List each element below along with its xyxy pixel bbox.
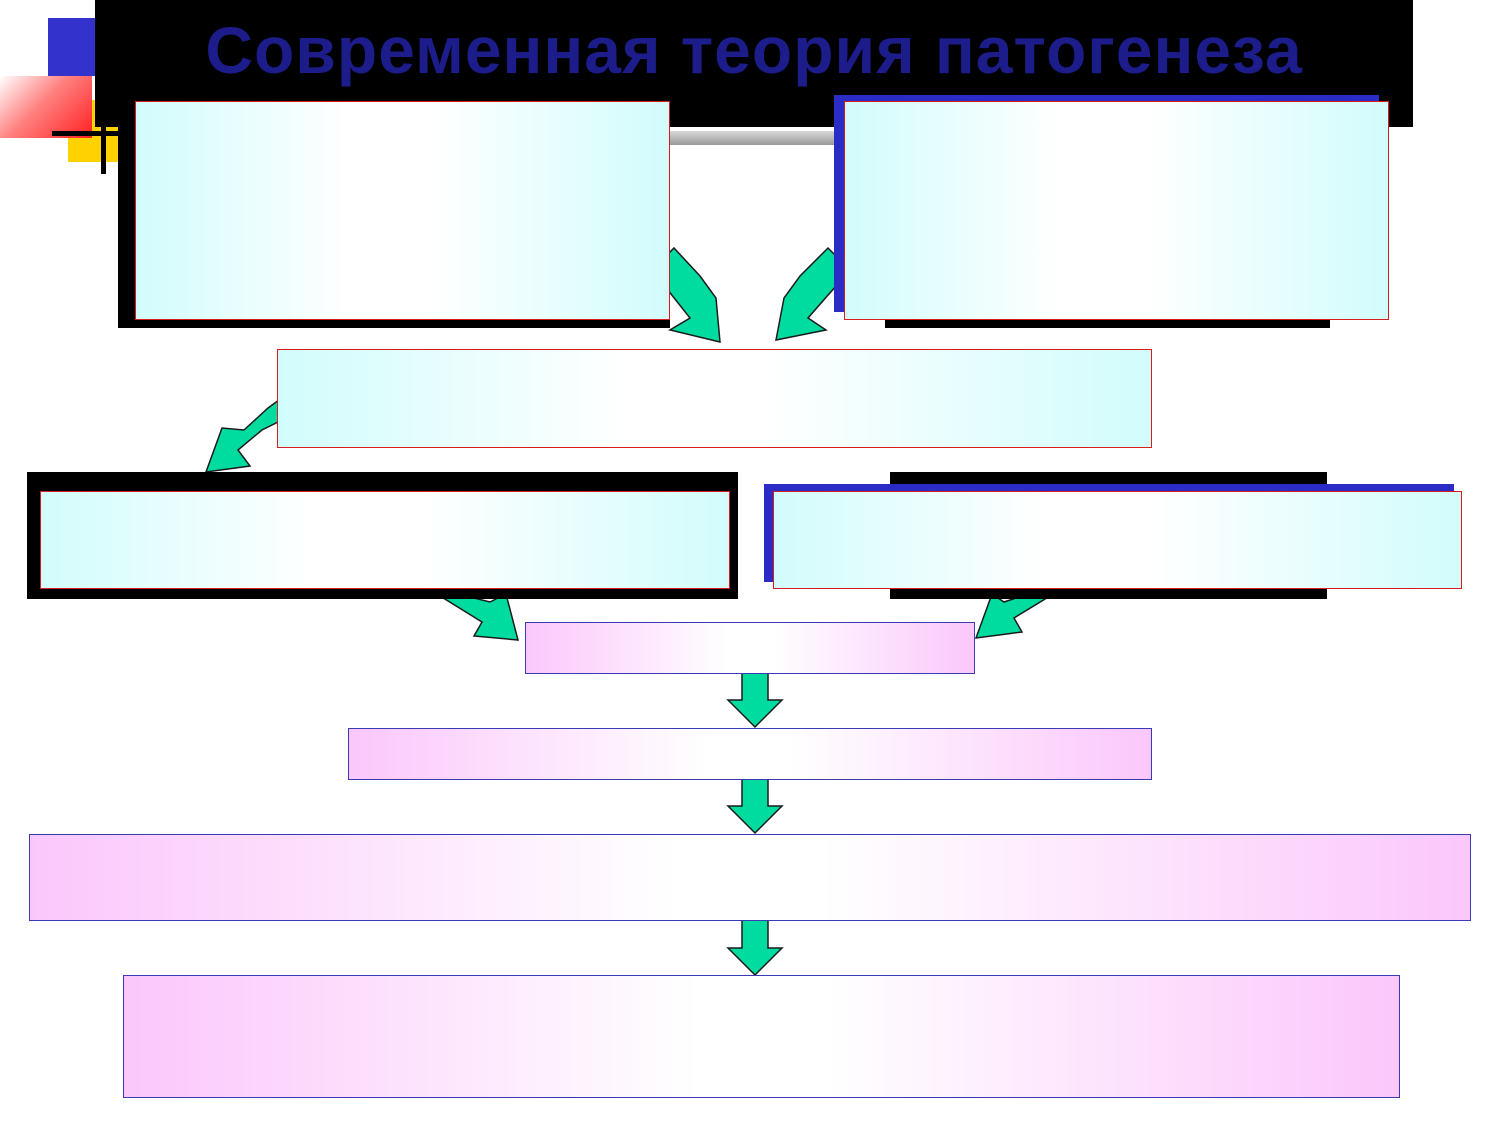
box-top-left [135,101,670,320]
decor-blue-square [48,18,96,76]
decor-vline [101,112,106,174]
box-step-3 [29,834,1471,921]
arrow-step2-to-step3 [726,778,784,835]
slide-title: Современная теория патогенеза [205,13,1303,87]
box-middle [277,349,1152,448]
decor-red-square [0,76,92,138]
box-step-2 [348,728,1152,780]
box-row3-left [40,491,730,589]
box-step-1 [525,622,975,674]
arrow-topright-to-middle [775,246,852,341]
arrow-row3right-to-step1 [974,592,1053,639]
arrow-middle-to-row3left [204,390,291,473]
box-step-4 [123,975,1400,1098]
box-row3-right [773,491,1462,589]
arrow-step1-to-step2 [726,672,784,729]
arrow-step3-to-step4 [726,919,784,977]
box-top-right [844,101,1389,320]
decor-hline [52,131,122,136]
arrow-row3left-to-step1 [437,592,519,641]
